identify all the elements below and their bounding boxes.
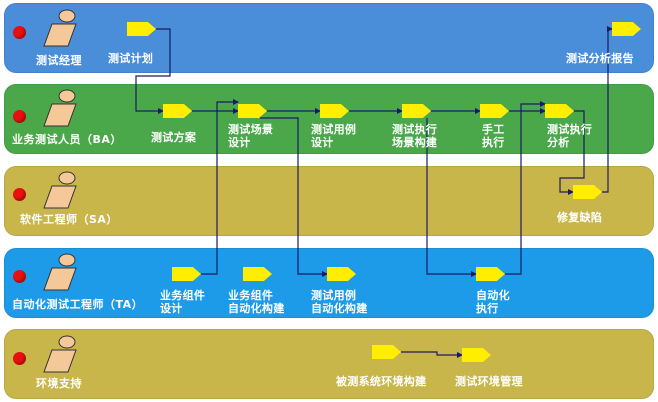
- node-scenario-design-label: 测试场景 设计: [228, 123, 274, 149]
- lane-business-tester: [4, 84, 654, 154]
- node-env-build-label: 被测系统环境构建: [336, 375, 427, 388]
- node-manual-exec-shape: [480, 104, 509, 118]
- lane-title-test-manager: 测试经理: [36, 54, 82, 67]
- node-exec-analysis-shape: [545, 104, 574, 118]
- node-test-scheme-label: 测试方案: [151, 131, 197, 144]
- node-component-design-shape: [172, 267, 201, 281]
- lane-marker-dot: [13, 26, 26, 39]
- node-case-design-label: 测试用例 设计: [311, 123, 357, 149]
- lane-marker-dot: [13, 352, 26, 365]
- lane-marker-dot: [13, 188, 26, 201]
- lane-marker-dot: [13, 270, 26, 283]
- actor-icon: [43, 335, 77, 373]
- lane-marker-dot: [13, 110, 26, 123]
- node-scenario-build-shape: [402, 104, 431, 118]
- node-auto-exec-label: 自动化 执行: [476, 289, 510, 315]
- node-test-report-shape: [612, 22, 641, 36]
- lane-title-environment-support: 环境支持: [36, 377, 82, 390]
- actor-icon: [43, 253, 77, 291]
- lane-environment-support: [4, 329, 654, 399]
- node-env-manage-shape: [462, 348, 491, 362]
- node-fix-defect-shape: [573, 185, 602, 199]
- node-exec-analysis-label: 测试执行 分析: [547, 123, 593, 149]
- lane-title-software-engineer: 软件工程师（SA）: [20, 213, 118, 226]
- lane-test-manager: [4, 3, 654, 73]
- node-test-plan-label: 测试计划: [108, 52, 154, 65]
- node-component-build-label: 业务组件 自动化构建: [228, 289, 285, 315]
- actor-icon: [43, 89, 77, 127]
- lane-software-engineer: [4, 166, 654, 236]
- lane-title-automation-engineer: 自动化测试工程师（TA）: [12, 298, 144, 311]
- actor-icon: [43, 171, 77, 209]
- node-test-report-label: 测试分析报告: [566, 52, 634, 65]
- node-component-build-shape: [243, 267, 272, 281]
- node-case-build-label: 测试用例 自动化构建: [311, 289, 368, 315]
- node-env-manage-label: 测试环境管理: [455, 375, 523, 388]
- node-case-build-shape: [327, 267, 356, 281]
- node-env-build-shape: [372, 345, 401, 359]
- node-scenario-build-label: 测试执行 场景构建: [392, 123, 438, 149]
- node-test-scheme-shape: [163, 104, 192, 118]
- node-scenario-design-shape: [238, 104, 267, 118]
- node-test-plan-shape: [127, 22, 156, 36]
- node-manual-exec-label: 手工 执行: [482, 123, 505, 149]
- actor-icon: [43, 9, 77, 47]
- lane-title-business-tester: 业务测试人员（BA）: [12, 133, 122, 146]
- node-component-design-label: 业务组件 设计: [160, 289, 206, 315]
- node-case-design-shape: [320, 104, 349, 118]
- node-auto-exec-shape: [476, 267, 505, 281]
- lane-automation-engineer: [4, 248, 654, 318]
- node-fix-defect-label: 修复缺陷: [557, 211, 603, 224]
